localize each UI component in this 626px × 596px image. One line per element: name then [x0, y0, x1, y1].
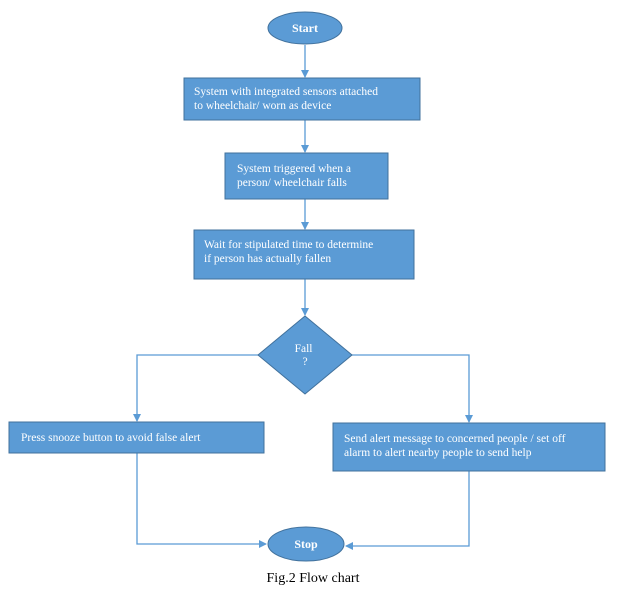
trigger-box	[224, 152, 389, 200]
decision-diamond	[257, 315, 353, 395]
sensors-line-1: System with integrated sensors attached	[194, 86, 378, 98]
sensors-box	[183, 77, 421, 121]
wait-line-1: Wait for stipulated time to determine	[204, 239, 373, 251]
snooze-node: Press snooze button to avoid false alert	[8, 421, 265, 454]
start-label: Start	[292, 21, 318, 35]
decision-line-1: Fall	[295, 343, 313, 355]
decision-text: Fall ?	[295, 343, 316, 368]
decision-node: Fall ?	[257, 315, 353, 395]
wait-line-2: if person has actually fallen	[204, 253, 331, 265]
stop-node: Stop	[267, 526, 345, 562]
alert-node: Send alert message to concerned people /…	[332, 422, 606, 472]
alert-text: Send alert message to concerned people /…	[344, 433, 568, 459]
arrow-decision-to-snooze	[133, 354, 260, 422]
connectors	[133, 45, 473, 550]
alert-line-1: Send alert message to concerned people /…	[344, 433, 566, 445]
trigger-line-1: System triggered when a	[237, 163, 351, 175]
arrow-decision-to-alert	[350, 354, 473, 423]
figure-caption: Fig.2 Flow chart	[266, 571, 360, 586]
sensors-line-2: to wheelchair/ worn as device	[194, 100, 331, 112]
start-node: Start	[267, 11, 343, 45]
snooze-text: Press snooze button to avoid false alert	[21, 432, 201, 444]
wait-node: Wait for stipulated time to determine if…	[193, 229, 415, 280]
stop-ellipse	[267, 526, 345, 562]
sensors-text: System with integrated sensors attached …	[194, 86, 381, 112]
wait-box	[193, 229, 415, 280]
trigger-line-2: person/ wheelchair falls	[237, 177, 347, 189]
wait-text: Wait for stipulated time to determine if…	[204, 239, 376, 265]
arrow-snooze-to-stop	[136, 453, 267, 548]
trigger-text: System triggered when a person/ wheelcha…	[237, 163, 354, 189]
decision-line-2: ?	[302, 356, 307, 368]
stop-label: Stop	[294, 537, 318, 551]
trigger-node: System triggered when a person/ wheelcha…	[224, 152, 389, 200]
snooze-box	[8, 421, 265, 454]
start-ellipse	[267, 11, 343, 45]
alert-line-2: alarm to alert nearby people to send hel…	[344, 447, 532, 459]
arrow-alert-to-stop	[345, 471, 470, 550]
sensors-node: System with integrated sensors attached …	[183, 77, 421, 121]
alert-box	[332, 422, 606, 472]
